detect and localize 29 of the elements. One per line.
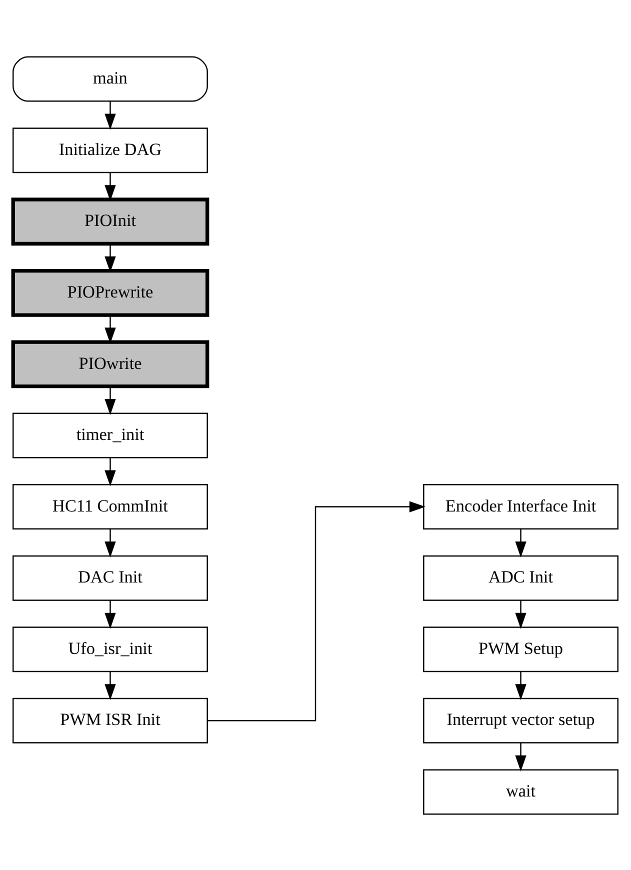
arrow — [515, 600, 526, 628]
arrow — [104, 243, 116, 272]
node-box: wait — [423, 768, 618, 814]
node-box: HC11 CommInit — [12, 484, 208, 530]
node-box: PIOPrewrite — [11, 268, 210, 316]
node-box: PIOwrite — [11, 340, 210, 388]
arrow — [104, 100, 116, 130]
node-box: DAC Init — [12, 554, 208, 600]
arrow — [515, 671, 526, 700]
arrow — [104, 457, 116, 486]
node-box: PWM Setup — [423, 626, 618, 672]
node-box: PIOInit — [11, 197, 210, 246]
node-box: main — [12, 56, 208, 102]
node-box: Initialize DAG — [12, 127, 208, 173]
arrow — [104, 671, 116, 700]
arrow — [515, 742, 526, 771]
node-box: ADC Init — [423, 554, 618, 600]
arrow — [104, 386, 116, 414]
arrow — [207, 500, 426, 721]
arrow — [104, 172, 116, 201]
node-box: Interrupt vector setup — [423, 697, 618, 743]
arrow — [104, 528, 116, 558]
node-box: Encoder Interface Init — [423, 484, 618, 530]
arrow — [104, 314, 116, 344]
arrow — [515, 528, 526, 558]
arrow — [104, 600, 116, 628]
node-box: timer_init — [12, 412, 208, 458]
node-box: PWM ISR Init — [12, 697, 208, 743]
node-box: Ufo_isr_init — [12, 626, 208, 672]
